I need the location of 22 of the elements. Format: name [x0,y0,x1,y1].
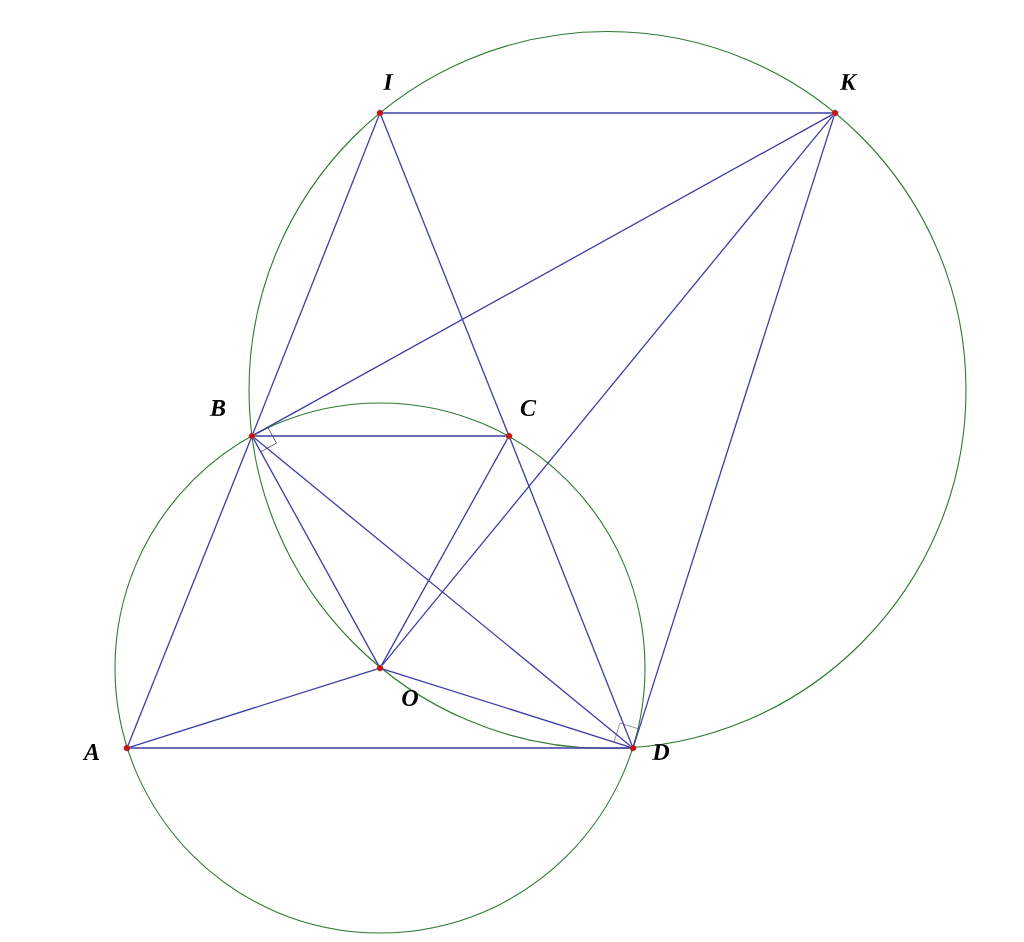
point-label: O [402,689,418,707]
line-segment [129,668,378,748]
point-label: I [383,74,394,90]
line-segment [252,115,380,434]
line-segment [254,435,507,437]
line-segment [380,438,509,666]
line-segment [380,115,509,434]
line-segment [633,115,835,746]
line-segment [253,437,632,747]
line-segment [127,438,252,746]
line-segment [254,113,833,436]
point-label: A [82,744,99,760]
line-segment [252,438,380,666]
line-segment [381,114,834,667]
line-segment [382,668,631,748]
line-segment [382,112,833,114]
line-segment [509,438,633,746]
point-label: B [209,400,226,416]
point-label: K [839,74,858,90]
point-label: C [520,399,537,417]
point-label: D [652,744,670,760]
line-segment [129,747,631,749]
